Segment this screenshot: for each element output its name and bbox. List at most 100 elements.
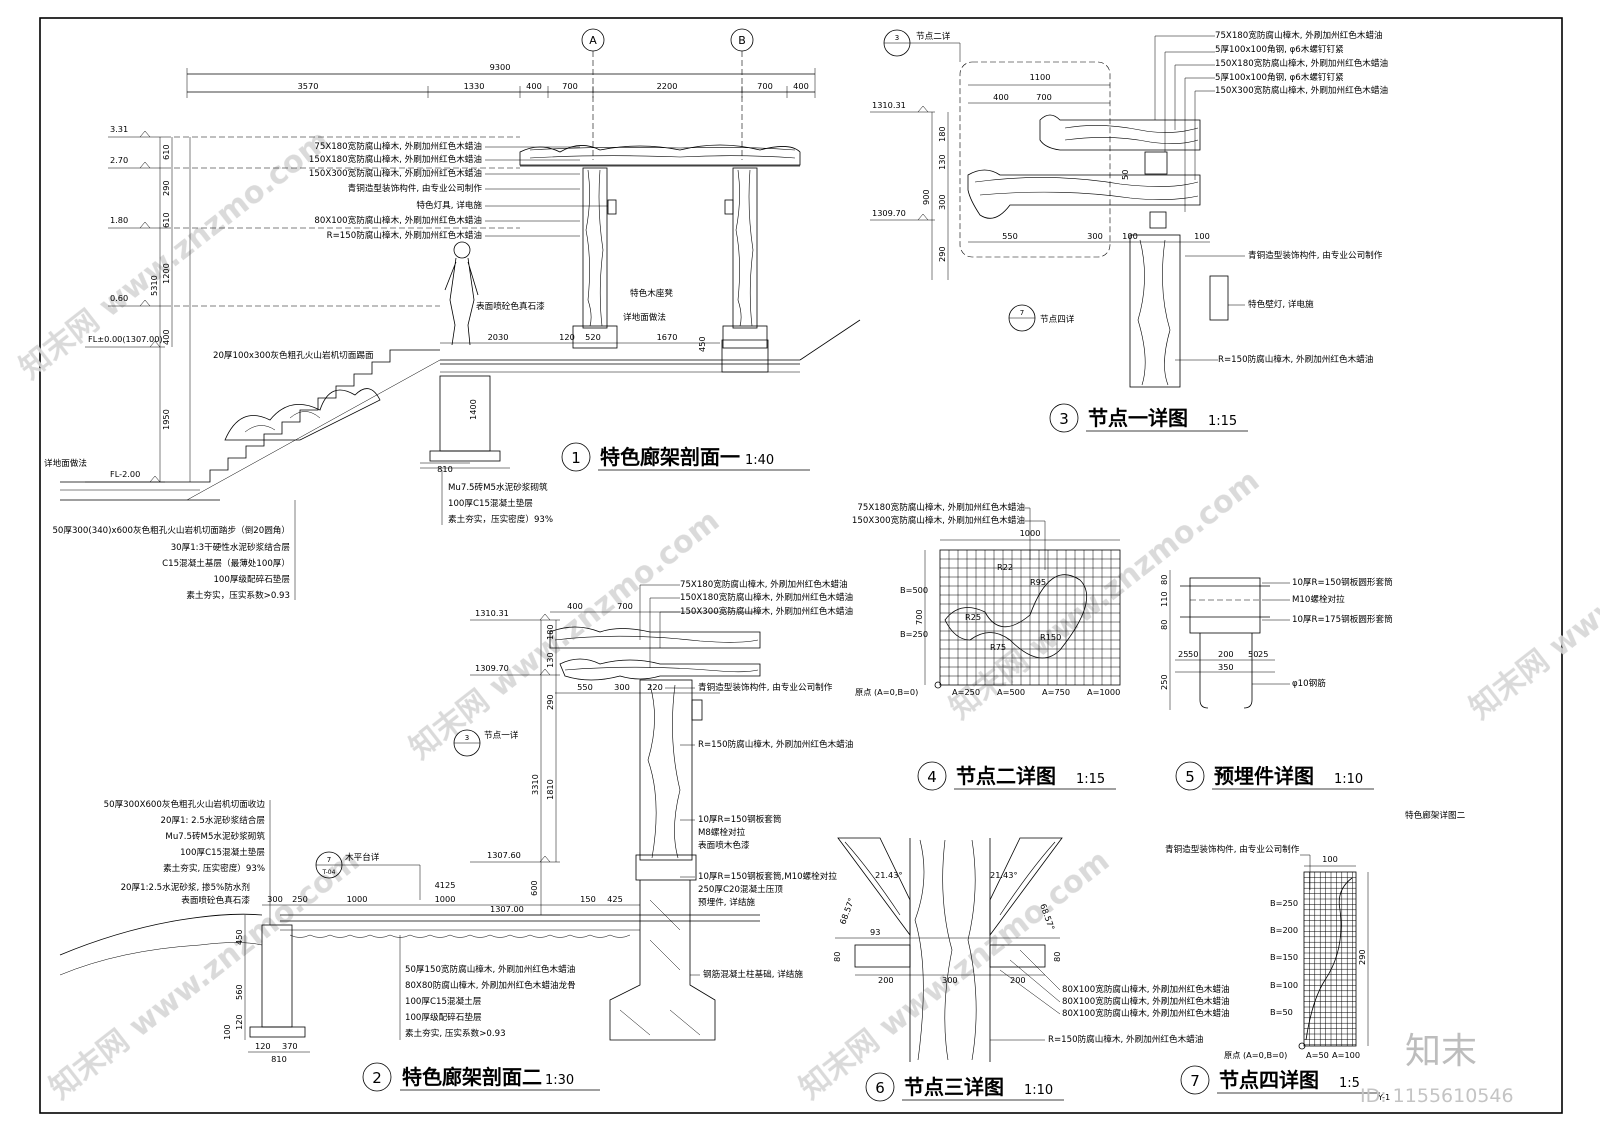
dim-text: 1000 bbox=[435, 894, 456, 904]
annotation: 表面喷木色漆 bbox=[698, 839, 750, 851]
dim-text: 100 bbox=[222, 1024, 232, 1040]
dim-text: 120 bbox=[255, 1041, 271, 1051]
dim-text: 550 bbox=[577, 682, 593, 692]
column-r150 bbox=[1129, 234, 1181, 388]
dim-text: 400 bbox=[161, 329, 171, 345]
callout-label: 节点一详 bbox=[484, 729, 519, 741]
annotation: 150X300宽防腐山樟木, 外刷加州红色木蜡油 bbox=[1215, 84, 1388, 96]
annotation: 150X300宽防腐山樟木, 外刷加州红色木蜡油 bbox=[309, 167, 482, 179]
dim-text: 25 bbox=[1258, 649, 1268, 659]
dim-text: 300 bbox=[267, 894, 283, 904]
dim-text: 180 bbox=[937, 126, 947, 142]
note-line: 100厚级配碎石垫层 bbox=[213, 573, 290, 585]
radius-label: R22 bbox=[997, 562, 1013, 572]
annotation: 75X180宽防腐山樟木, 外刷加州红色木蜡油 bbox=[857, 501, 1025, 513]
grid-label: B=250 bbox=[1270, 898, 1298, 908]
view-number-badge bbox=[561, 442, 591, 472]
human-figure bbox=[444, 241, 479, 346]
annotation: 10厚R=150钢板圆形套筒 bbox=[1292, 576, 1393, 588]
annotation: 150X180宽防腐山樟木, 外刷加州红色木蜡油 bbox=[680, 591, 853, 603]
annotation: 青铜造型装饰构件, 由专业公司制作 bbox=[698, 681, 833, 693]
dim-text: 80 bbox=[832, 952, 842, 962]
level-mark: 1307.00 bbox=[490, 904, 524, 914]
dim-text: 1950 bbox=[161, 409, 171, 430]
level-mark: 1310.31 bbox=[872, 100, 906, 110]
dim-text: 80 bbox=[1159, 620, 1169, 630]
annotation: 素土夯实, 压实密度）93% bbox=[163, 862, 265, 874]
annotation: 80X100宽防腐山樟木, 外刷加州红色木蜡油 bbox=[314, 214, 482, 226]
detail-view-5: 80 110 80 250 25 50 200 50 25 350 10厚R=1… bbox=[1159, 570, 1393, 791]
annotation: 80X100宽防腐山樟木, 外刷加州红色木蜡油 bbox=[1062, 983, 1230, 995]
steel-sleeve bbox=[1189, 577, 1261, 634]
dim-text: 400 bbox=[526, 81, 542, 91]
callout-number: 3 bbox=[895, 34, 899, 42]
annotation: 150X300宽防腐山樟木, 外刷加州红色木蜡油 bbox=[680, 605, 853, 617]
callout-label: 木平台详 bbox=[345, 851, 380, 863]
rc-foundation bbox=[609, 880, 716, 1041]
view-title: 节点一详图 bbox=[1088, 406, 1188, 430]
column-left bbox=[582, 167, 617, 329]
annotation: 20厚1: 2.5水泥砂浆结合层 bbox=[161, 814, 266, 826]
view-scale: 1:40 bbox=[745, 453, 774, 468]
detail-view-4: 75X180宽防腐山樟木, 外刷加州红色木蜡油 150X300宽防腐山樟木, 外… bbox=[852, 501, 1121, 791]
level-mark: 1309.70 bbox=[475, 663, 509, 673]
section-view-2: 1310.31 1309.70 1307.60 1307.00 400 700 … bbox=[59, 578, 853, 1092]
beam-150x180 bbox=[1039, 114, 1201, 151]
detail-view-3: 3 节点二详 1100 400 700 1310.31 1309.70 180 … bbox=[870, 29, 1388, 433]
dim-text: 1100 bbox=[1030, 72, 1051, 82]
roof-beam bbox=[519, 144, 801, 166]
annotation: 250厚C20混凝土压顶 bbox=[698, 883, 783, 895]
annotation: 80X100宽防腐山樟木, 外刷加州红色木蜡油 bbox=[1062, 995, 1230, 1007]
view-scale: 1:10 bbox=[1024, 1083, 1053, 1098]
view-title: 节点四详图 bbox=[1219, 1068, 1319, 1092]
annotation: 青铜造型装饰构件, 由专业公司制作 bbox=[348, 182, 483, 194]
radius-label: R95 bbox=[1030, 577, 1046, 587]
dim-text: 2030 bbox=[488, 332, 509, 342]
annotation: 预埋件, 详结施 bbox=[698, 896, 755, 908]
annotation: 100厚级配碎石垫层 bbox=[405, 1011, 482, 1023]
annotation: 150X180宽防腐山樟木, 外刷加州红色木蜡油 bbox=[1215, 57, 1388, 69]
annotation: 表面喷砼色真石漆 bbox=[476, 300, 545, 312]
radius-label: R150 bbox=[1040, 632, 1061, 642]
note-line: 100厚C15混凝土垫层 bbox=[448, 497, 533, 509]
dim-text: 1000 bbox=[347, 894, 368, 904]
view-scale: 1:15 bbox=[1208, 414, 1237, 429]
radius-label: R75 bbox=[990, 642, 1006, 652]
view-scale: 1:10 bbox=[1334, 772, 1363, 787]
view-number: 3 bbox=[1059, 410, 1069, 428]
grid-label: B=100 bbox=[1270, 980, 1298, 990]
dim-text: 80 bbox=[1159, 575, 1169, 585]
dim-text: 200 bbox=[878, 975, 894, 985]
grid-label: A=100 bbox=[1332, 1050, 1360, 1060]
callout-label: 节点四详 bbox=[1040, 313, 1075, 325]
dim-text: 810 bbox=[437, 464, 453, 474]
dim-text: 290 bbox=[1357, 949, 1367, 965]
view-scale: 1:5 bbox=[1339, 1076, 1360, 1091]
dim-text: 50 bbox=[1248, 649, 1258, 659]
level-mark: FL-2.00 bbox=[110, 469, 140, 479]
note-line: 素土夯实，压实密度）93% bbox=[448, 513, 553, 525]
dim-text: 700 bbox=[914, 609, 924, 625]
callout-number: 7 bbox=[1020, 309, 1024, 317]
annotation: 素土夯实, 压实系数>0.93 bbox=[405, 1027, 506, 1039]
level-mark: 1309.70 bbox=[872, 208, 906, 218]
dim-text: 3310 bbox=[530, 774, 540, 795]
watermark: 知末网 www.znzmo.com bbox=[13, 123, 336, 386]
annotation: 10厚R=150钢板套筒 bbox=[698, 813, 782, 825]
annotation: φ10钢筋 bbox=[1292, 677, 1326, 689]
note-line: 50厚300(340)x600灰色粗孔火山岩机切面踏步（倒20圆角） bbox=[52, 524, 290, 536]
grid-template bbox=[1303, 871, 1357, 1047]
rock-boulders bbox=[224, 388, 381, 441]
grid-label: A=500 bbox=[997, 687, 1025, 697]
view-number: 7 bbox=[1190, 1072, 1200, 1090]
annotation: 青铜造型装饰构件, 由专业公司制作 bbox=[1165, 843, 1300, 855]
view-title: 特色廊架剖面二 bbox=[402, 1065, 542, 1089]
level-mark: 1307.60 bbox=[487, 850, 521, 860]
dim-text: 300 bbox=[942, 975, 958, 985]
dim-text: 290 bbox=[937, 246, 947, 262]
origin-label: 原点 (A=0,B=0) bbox=[1224, 1050, 1287, 1060]
dim-text: 300 bbox=[937, 194, 947, 210]
dim-text: 50 bbox=[1188, 649, 1198, 659]
annotation: 特色木座凳 bbox=[630, 287, 673, 299]
dim-text: 560 bbox=[234, 984, 244, 1000]
